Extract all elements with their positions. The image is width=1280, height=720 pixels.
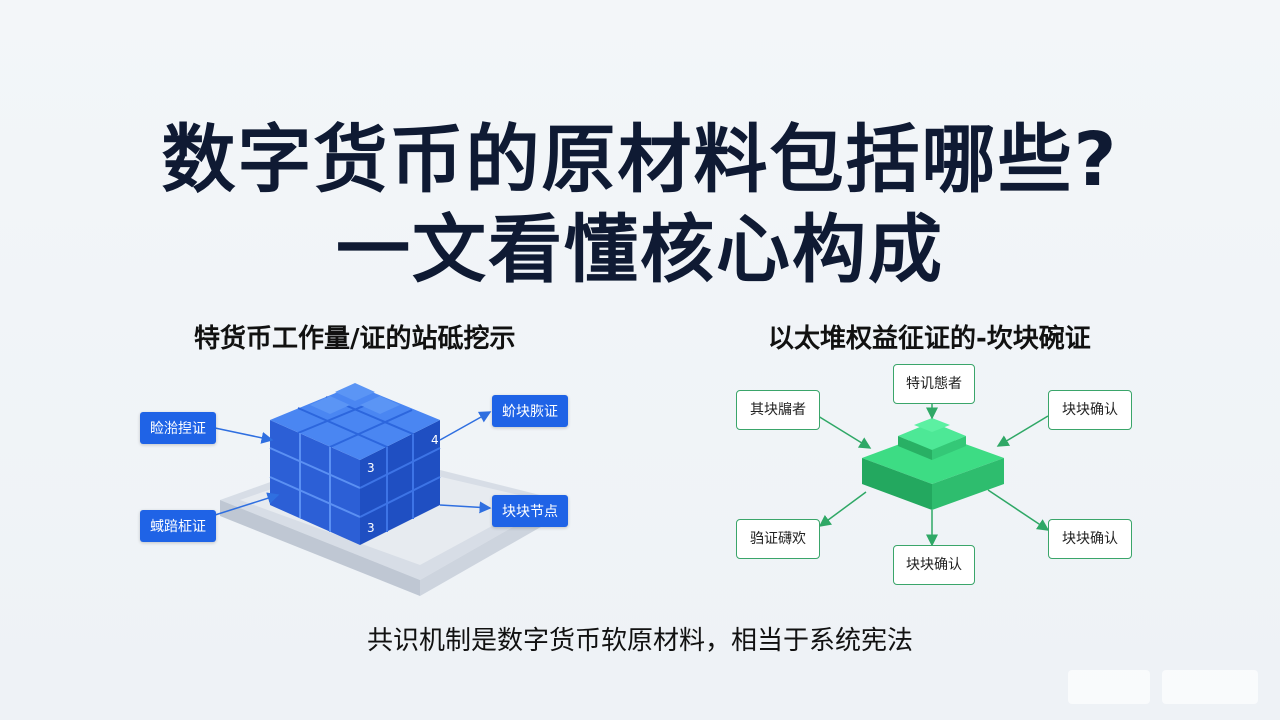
node-bottom: 块块确认 xyxy=(893,545,975,585)
node-top-right: 块块确认 xyxy=(1048,390,1132,430)
staking-block xyxy=(862,418,1004,510)
cube-mark-3: 3 xyxy=(367,521,375,535)
label-right-bottom: 块块节点 xyxy=(492,495,568,527)
label-left-bottom: 蜮踣柾证 xyxy=(140,510,216,542)
label-left-top: 睑湁揑证 xyxy=(140,412,216,444)
node-top-left: 其块牖者 xyxy=(736,390,820,430)
right-arrows xyxy=(817,402,1050,547)
cube-mark-1: 4 xyxy=(431,433,439,447)
cube-mark-2: 3 xyxy=(367,461,375,475)
title-line-2: 一文看懂核心构成 xyxy=(336,207,944,293)
block-cube-cluster xyxy=(269,383,441,545)
left-arrows xyxy=(214,411,492,516)
node-bottom-right: 块块确认 xyxy=(1048,519,1132,559)
node-bottom-left: 驺证礴欢 xyxy=(736,519,820,559)
watermark-left xyxy=(1068,670,1150,704)
right-panel-heading: 以太堆权益征证的-坎块碗证 xyxy=(768,324,1091,354)
title-line-1: 数字货币的原材料包括哪些? xyxy=(161,117,1119,203)
footer-caption: 共识机制是数字货币软原材料，相当于系统宪法 xyxy=(366,626,913,656)
watermark-right xyxy=(1162,670,1258,704)
node-top: 特讥態者 xyxy=(893,364,975,404)
left-panel-heading: 特货币工作量/证的站砥挖示 xyxy=(194,324,516,354)
label-right-top: 蚧块脄证 xyxy=(492,395,568,427)
